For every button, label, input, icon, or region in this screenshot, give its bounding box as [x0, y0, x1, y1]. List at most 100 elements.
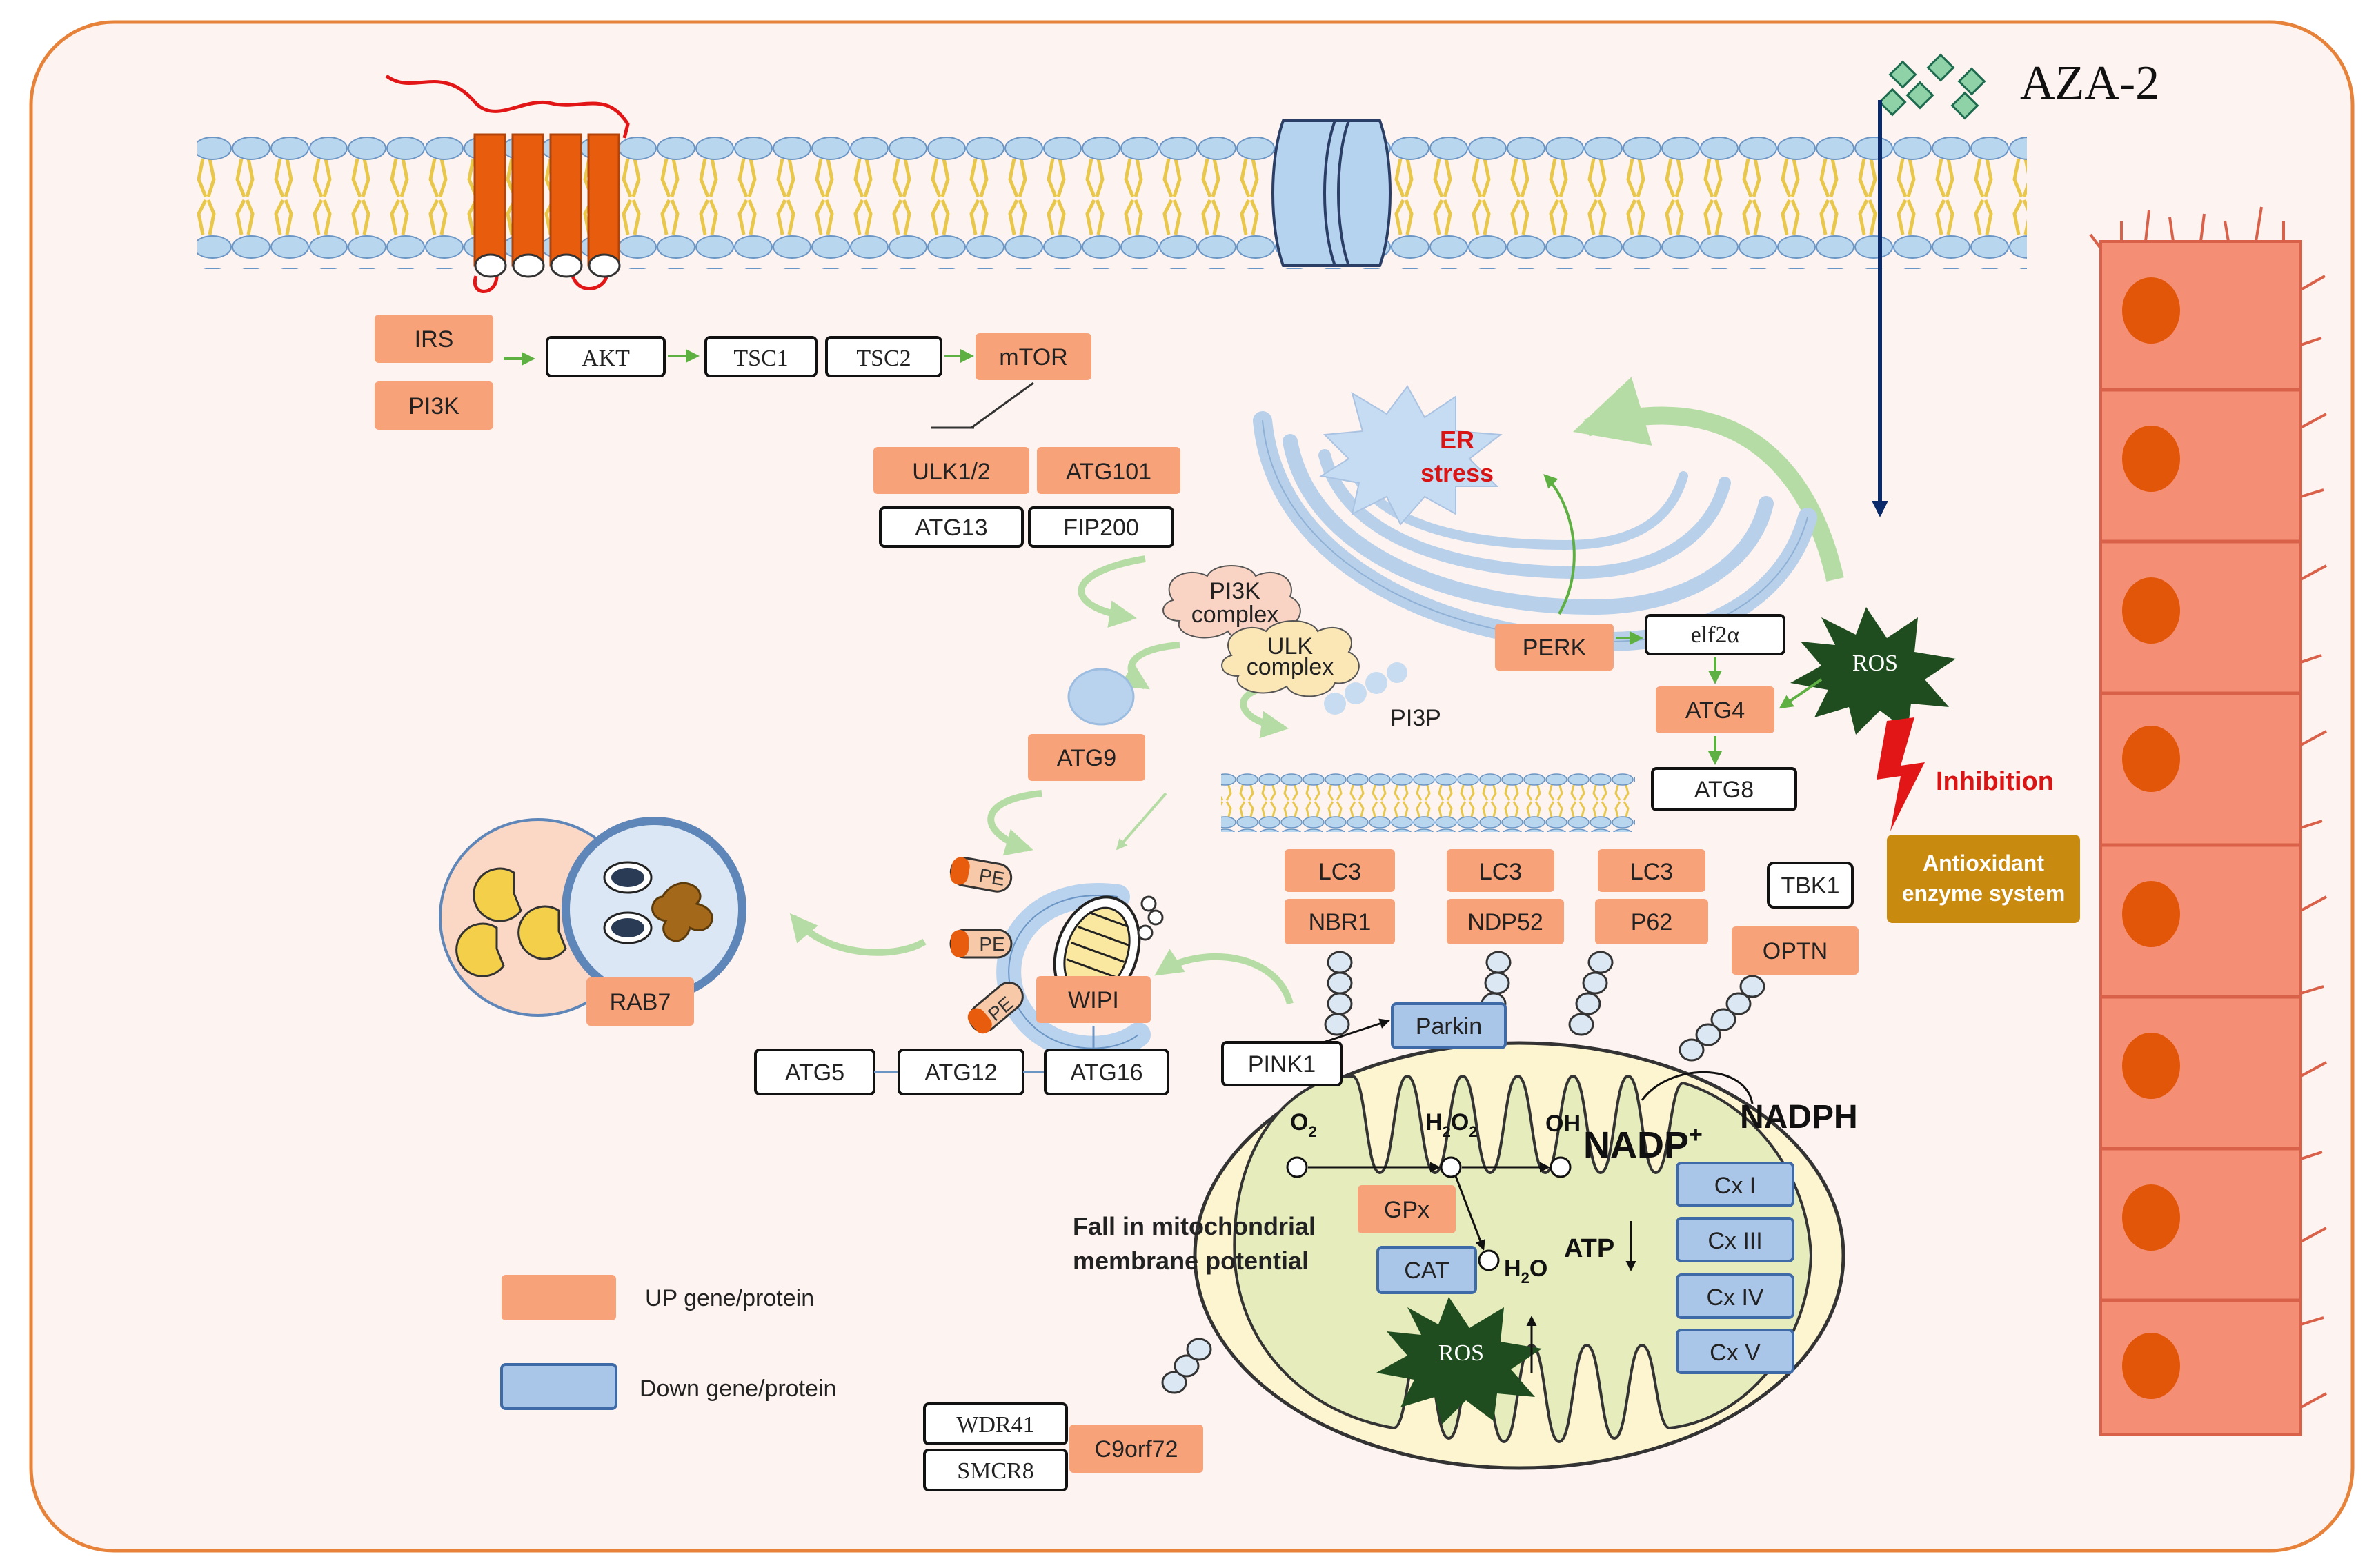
pe-anchor-1: PE: [949, 857, 1013, 893]
cat-node: CAT: [1376, 1246, 1477, 1294]
svg-text:PI3K: PI3K: [408, 393, 459, 419]
svg-text:Cx I: Cx I: [1714, 1173, 1756, 1199]
legend-down-swatch: [500, 1363, 617, 1410]
svg-text:OPTN: OPTN: [1763, 938, 1828, 964]
complex-to-phagophore-arrow: [1116, 792, 1167, 851]
inhibition-label: Inhibition: [1936, 767, 2054, 796]
svg-text:TSC2: TSC2: [856, 346, 911, 371]
svg-text:stress: stress: [1420, 459, 1494, 487]
svg-text:LC3: LC3: [1479, 859, 1522, 885]
svg-text:ROS: ROS: [1852, 651, 1898, 676]
svg-text:mTOR: mTOR: [999, 344, 1067, 370]
pe-anchor-3: PE: [967, 982, 1024, 1034]
atg12-node: ATG12: [898, 1049, 1024, 1095]
svg-text:ER: ER: [1440, 426, 1474, 454]
svg-text:GPx: GPx: [1384, 1197, 1429, 1223]
gpx-node: GPx: [1358, 1185, 1456, 1233]
atg101-node: ATG101: [1037, 447, 1180, 494]
svg-text:LC3: LC3: [1630, 859, 1673, 885]
svg-text:Cx IV: Cx IV: [1706, 1284, 1763, 1311]
svg-text:WDR41: WDR41: [956, 1412, 1034, 1438]
parkin-node: Parkin: [1391, 1002, 1507, 1049]
lc3-ndp52: LC3 NDP52: [1447, 849, 1564, 944]
svg-text:ATG101: ATG101: [1066, 459, 1151, 485]
aza2-drug: AZA-2: [1872, 53, 2159, 517]
svg-text:PE: PE: [978, 864, 1007, 890]
svg-text:WIPI: WIPI: [1068, 987, 1119, 1013]
svg-text:PE: PE: [979, 933, 1004, 955]
elf2a-node: elf2α: [1645, 614, 1785, 655]
svg-text:PINK1: PINK1: [1248, 1051, 1316, 1078]
optn-node: OPTN: [1732, 926, 1859, 975]
svg-text:AKT: AKT: [582, 346, 630, 371]
wdr41-node: WDR41: [923, 1402, 1068, 1445]
svg-text:ULK1/2: ULK1/2: [912, 459, 990, 485]
atg8-node: ATG8: [1651, 767, 1797, 811]
pi3p-label: PI3P: [1390, 705, 1441, 731]
er-stress-burst: ER stress: [1319, 385, 1503, 526]
perk-to-er-stress-arrow: [1543, 474, 1576, 615]
atp-label: ATP: [1564, 1234, 1614, 1263]
c9orf72-node: C9orf72: [1069, 1425, 1203, 1473]
svg-text:Cx V: Cx V: [1710, 1340, 1761, 1366]
atg9-vesicle: [1067, 668, 1135, 726]
svg-text:Cx III: Cx III: [1707, 1228, 1762, 1254]
h2o-label: H2O: [1504, 1256, 1547, 1287]
akt-node: AKT: [546, 336, 666, 377]
mitochondrion-icon: [603, 861, 653, 944]
fip200-node: FIP200: [1028, 506, 1174, 548]
ros-burst-mito: ROS: [1376, 1297, 1542, 1425]
legend-down-label: Down gene/protein: [640, 1376, 836, 1402]
pink1-node: PINK1: [1221, 1041, 1343, 1086]
hydrolase-icon: [455, 867, 567, 977]
svg-text:TBK1: TBK1: [1781, 873, 1839, 899]
svg-text:SMCR8: SMCR8: [957, 1458, 1034, 1484]
svg-text:Antioxidant: Antioxidant: [1923, 851, 2044, 875]
svg-text:C9orf72: C9orf72: [1095, 1436, 1178, 1462]
atg13-node: ATG13: [879, 506, 1024, 548]
irs-node: IRS: [375, 315, 493, 363]
pi3k-node: PI3K: [375, 381, 493, 430]
membrane-potential-line1: Fall in mitochondrial: [1073, 1212, 1316, 1240]
svg-text:elf2α: elf2α: [1691, 622, 1740, 648]
h2o-node: [1478, 1249, 1500, 1271]
tsc2-node: TSC2: [825, 336, 942, 377]
inhibition-bolt-icon: [1877, 717, 1925, 831]
svg-text:ATG16: ATG16: [1070, 1060, 1142, 1086]
atg4-node: ATG4: [1656, 686, 1774, 733]
legend-up-label: UP gene/protein: [645, 1285, 814, 1311]
svg-text:ATG8: ATG8: [1694, 777, 1754, 803]
nadph-cycle-arc: [1641, 1071, 1754, 1104]
oh-node: [1550, 1156, 1572, 1178]
svg-text:TSC1: TSC1: [733, 346, 788, 371]
svg-text:CAT: CAT: [1404, 1258, 1449, 1284]
pink1-to-parkin-arrow: [1320, 1018, 1390, 1044]
ros-burst-upper: ROS: [1790, 607, 1956, 735]
lc3-nbr1: LC3 NBR1: [1285, 849, 1395, 944]
lc3-p62: LC3 P62: [1595, 849, 1708, 944]
svg-text:PI3K: PI3K: [1209, 578, 1260, 604]
atg9-node: ATG9: [1028, 734, 1145, 781]
svg-text:IRS: IRS: [415, 326, 454, 353]
tbk1-node: TBK1: [1767, 862, 1854, 909]
rab7-node: RAB7: [586, 977, 694, 1026]
autolysosome: [439, 817, 746, 1017]
svg-text:NBR1: NBR1: [1309, 909, 1372, 935]
svg-text:ULK: ULK: [1267, 633, 1313, 659]
nadph-label: NADPH: [1740, 1099, 1858, 1135]
neuron-column: [2089, 206, 2327, 1436]
svg-text:enzyme system: enzyme system: [1902, 881, 2066, 906]
ros-to-atg4-arrow: [1779, 678, 1823, 709]
drug-label: AZA-2: [2020, 57, 2159, 110]
o2-label: O2: [1290, 1109, 1317, 1140]
svg-text:FIP200: FIP200: [1063, 515, 1139, 541]
tsc1-node: TSC1: [704, 336, 818, 377]
membrane-receptor: [385, 74, 630, 293]
svg-text:NADP+: NADP+: [1583, 1122, 1703, 1166]
cell-membrane: [197, 131, 2027, 269]
atg16-node: ATG16: [1044, 1049, 1169, 1095]
nadp-label: NADP+: [1583, 1122, 1703, 1166]
svg-text:PERK: PERK: [1523, 635, 1587, 661]
legend: UP gene/protein Down gene/protein: [500, 1275, 836, 1410]
ulk-complex-cloud: ULK complex: [1221, 620, 1360, 697]
